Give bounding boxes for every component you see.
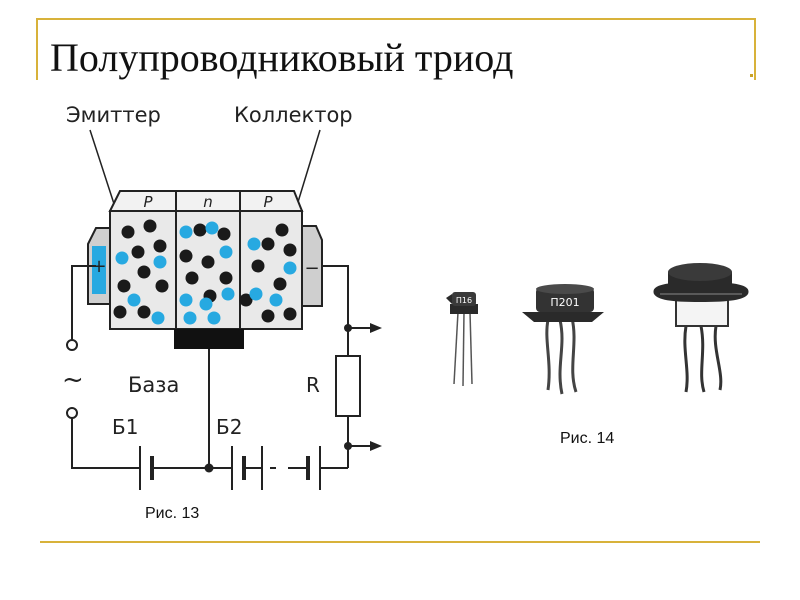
transistor-small-marking: П16 <box>456 296 472 305</box>
region-p-left-label: P <box>143 193 153 211</box>
bottom-divider-line <box>40 541 760 543</box>
battery-b1-label: Б1 <box>112 415 138 439</box>
collector-label: Коллектор <box>234 103 353 127</box>
transistor-large <box>653 263 749 393</box>
node-output-top <box>344 324 352 332</box>
figure-13-caption: Рис. 13 <box>145 505 199 522</box>
node-output-bottom <box>344 442 352 450</box>
emitter-electrode-blue-band <box>92 246 106 294</box>
output-arrow-top <box>370 323 382 333</box>
resistor-label: R <box>306 373 320 397</box>
charge-carriers <box>113 219 297 325</box>
battery-b2-label: Б2 <box>216 415 242 439</box>
minus-sign: − <box>304 258 319 279</box>
transistor-medium <box>522 284 604 395</box>
ac-source-symbol: ~ <box>62 365 84 395</box>
emitter-label: Эмиттер <box>66 103 161 127</box>
collector-pointer-line <box>297 129 321 203</box>
input-terminal-bottom <box>66 407 78 419</box>
plus-sign: + <box>91 256 106 277</box>
input-terminal-top <box>66 339 78 351</box>
figure-13: Эмиттер Коллектор P n P + − <box>62 103 382 522</box>
figure-14: П16 П201 Рис. 14 <box>446 263 749 447</box>
region-n-label: n <box>203 193 213 211</box>
base-contact <box>174 329 244 349</box>
base-label: База <box>128 373 179 397</box>
transistor-medium-marking: П201 <box>550 296 579 309</box>
node-base <box>204 463 214 473</box>
corner-accent-dot <box>750 74 753 77</box>
frame-left-line <box>36 18 38 80</box>
battery-b3 <box>261 446 321 490</box>
output-arrow-bottom <box>370 441 382 451</box>
region-p-right-label: P <box>263 193 273 211</box>
figure-14-caption: Рис. 14 <box>560 430 614 447</box>
battery-b1 <box>139 446 154 490</box>
collector-electrode <box>301 225 323 307</box>
frame-top-line <box>36 18 756 20</box>
resistor <box>335 355 361 417</box>
frame-right-line <box>754 18 756 80</box>
transistor-small <box>446 292 478 387</box>
slide-title: Полупроводниковый триод <box>50 35 514 80</box>
battery-b2 <box>231 446 246 490</box>
emitter-pointer-line <box>89 129 117 211</box>
